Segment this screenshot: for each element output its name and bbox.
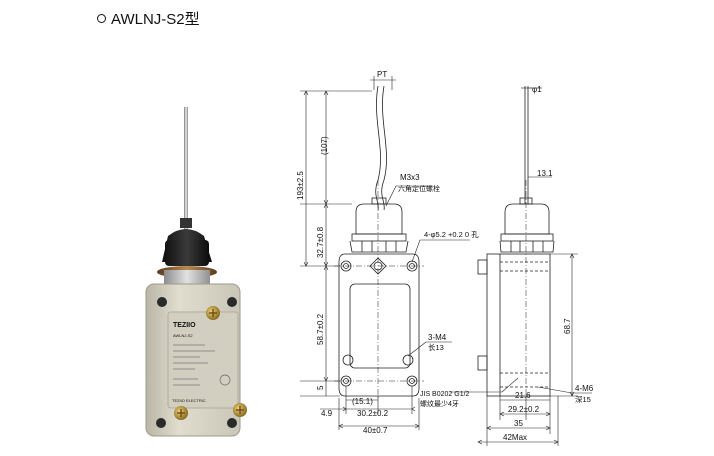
boot-base (165, 240, 209, 266)
side-dimension-lines (450, 87, 592, 446)
note-jis-thread-desc: 螺纹最少4牙 (420, 399, 459, 408)
dim-pt: PT (377, 70, 387, 79)
brand-logo: TEZIIO (173, 322, 196, 329)
front-dimension-lines (300, 76, 470, 430)
dim-32-7: 32.7±0.8 (316, 226, 325, 258)
note-3-m4: 3-M4 (428, 333, 447, 342)
note-3-m4-desc: 长13 (428, 342, 444, 352)
side-body-outline (486, 253, 551, 397)
dim-193: 193±2.5 (296, 171, 305, 200)
mount-hole (157, 297, 167, 307)
note-mount-hole: 4-φ5.2 +0.2 0 孔 (424, 230, 479, 239)
note-4-m6-desc: 深15 (575, 395, 591, 404)
front-cover-window (349, 283, 411, 369)
front-body-outline (338, 253, 420, 397)
dim-58-7: 58.7±0.2 (316, 313, 325, 345)
wire-clamp (180, 218, 192, 228)
dim-30-2: 30.2±0.2 (357, 409, 389, 418)
wire-outline (375, 85, 381, 211)
dim-21-6: 21.6 (515, 391, 531, 400)
dim-phi1: φ1 (532, 85, 542, 94)
dim-107: (107) (320, 136, 329, 155)
note-m3x3: M3x3 (400, 173, 420, 182)
dim-68-7: 68.7 (563, 318, 572, 334)
dim-15-1: (15.1) (352, 397, 373, 406)
side-view-drawing (450, 86, 592, 446)
product-photo: TEZIIO AWLNJ-S2 TEZIIO ELECTRIC (145, 107, 247, 437)
front-view-drawing (300, 76, 470, 430)
dim-4-9: 4.9 (321, 409, 333, 418)
label-plate (167, 311, 239, 409)
dim-42max: 42Max (503, 433, 527, 442)
dim-5: 5 (316, 385, 325, 390)
plunger-cap (355, 203, 403, 235)
page-title: AWLNJ-S2型 (97, 8, 200, 29)
dim-35: 35 (514, 419, 523, 428)
title-text: AWLNJ-S2型 (111, 11, 200, 28)
note-4-m6: 4-M6 (575, 384, 594, 393)
actuator-wire (184, 107, 188, 235)
mount-hole (156, 418, 166, 428)
mount-hole (227, 418, 237, 428)
footer-label: TEZIIO ELECTRIC (172, 398, 206, 403)
dim-29-2: 29.2±0.2 (508, 405, 540, 414)
note-jis-thread: JIS B0202 G1/2 (420, 391, 470, 398)
dim-13-1: 13.1 (537, 169, 553, 178)
note-m3x3-desc: 六角定位螺栓 (398, 184, 440, 193)
model-label: AWLNJ-S2 (173, 333, 193, 338)
mount-hole (227, 297, 237, 307)
ce-mark-icon (219, 374, 231, 386)
dim-40: 40±0.7 (363, 426, 388, 435)
title-bullet-icon (97, 14, 106, 23)
